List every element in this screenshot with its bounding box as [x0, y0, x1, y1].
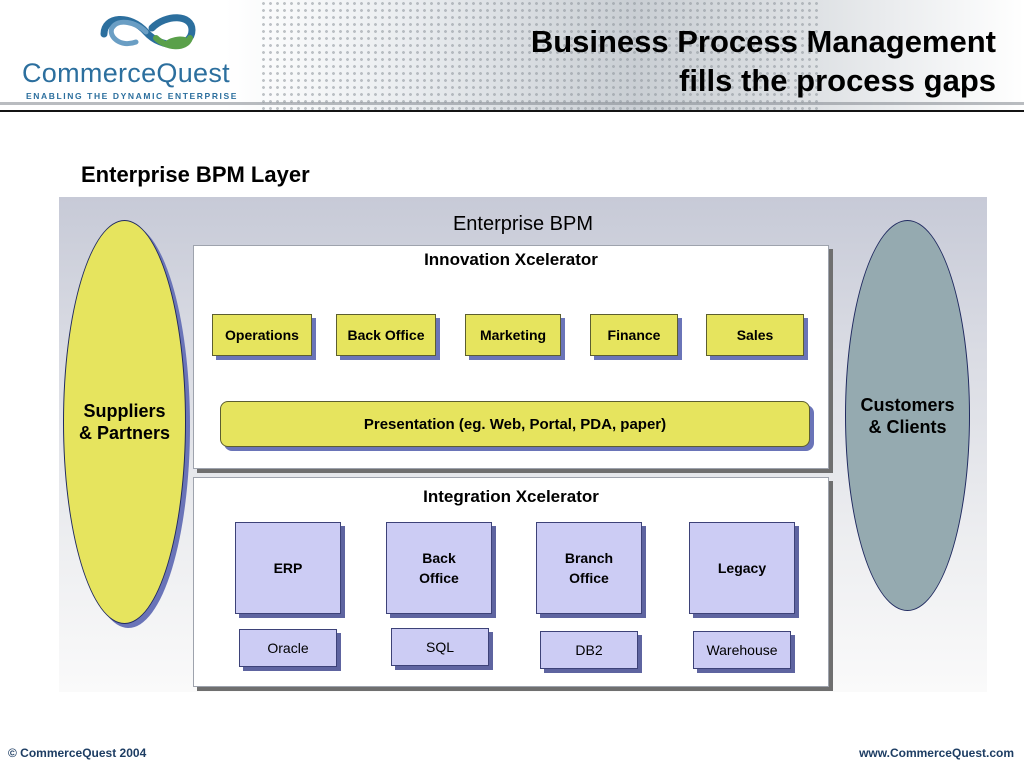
database-box-warehouse: Warehouse [693, 631, 791, 669]
slide-header: CommerceQuest ENABLING THE DYNAMIC ENTER… [0, 0, 1024, 112]
system-label: Office [569, 570, 609, 586]
header-dot-texture [260, 0, 820, 112]
innovation-xcelerator-layer: Innovation Xcelerator Operations Back Of… [193, 245, 829, 469]
header-rule [0, 110, 1024, 112]
system-box-branch-office: Branch Office [536, 522, 642, 614]
system-label: Legacy [717, 560, 767, 576]
integration-xcelerator-layer: Integration Xcelerator ERP Back Office B… [193, 477, 829, 687]
customers-label: & Clients [868, 416, 947, 437]
system-box-erp: ERP [235, 522, 341, 614]
database-box-db2: DB2 [540, 631, 638, 669]
system-box-back-office: Back Office [386, 522, 492, 614]
slide-title-line: fills the process gaps [679, 63, 996, 98]
logo-tagline: ENABLING THE DYNAMIC ENTERPRISE [26, 91, 239, 101]
function-box-finance: Finance [590, 314, 678, 356]
panel-title: Enterprise BPM [452, 213, 594, 235]
logo-wordmark: CommerceQuest [22, 58, 230, 88]
function-box-marketing: Marketing [465, 314, 561, 356]
integration-layer-title: Integration Xcelerator [423, 487, 599, 506]
company-logo: CommerceQuest ENABLING THE DYNAMIC ENTER… [18, 8, 268, 101]
system-label: ERP [273, 560, 303, 576]
section-title: Enterprise BPM Layer [81, 162, 310, 187]
slide-title: Business Process Management fills the pr… [436, 22, 996, 100]
innovation-layer-title: Innovation Xcelerator [424, 250, 598, 269]
infinity-swirl-icon [100, 14, 196, 50]
suppliers-partners-ellipse: Suppliers & Partners [63, 220, 186, 624]
function-box-sales: Sales [706, 314, 804, 356]
database-box-sql: SQL [391, 628, 489, 666]
suppliers-label: Suppliers [83, 401, 166, 421]
system-label: Back [422, 550, 456, 566]
system-box-legacy: Legacy [689, 522, 795, 614]
system-label: Branch [564, 550, 614, 566]
database-box-oracle: Oracle [239, 629, 337, 667]
enterprise-bpm-panel: Enterprise BPM Suppliers & Partners Cust… [59, 197, 987, 692]
function-box-back-office: Back Office [336, 314, 436, 356]
function-box-operations: Operations [212, 314, 312, 356]
suppliers-label: & Partners [78, 423, 171, 443]
footer-url: www.CommerceQuest.com [859, 746, 1014, 760]
customers-label: Customers [860, 394, 955, 415]
footer-copyright: © CommerceQuest 2004 [8, 746, 147, 760]
slide-title-line: Business Process Management [530, 24, 996, 59]
customers-clients-ellipse: Customers & Clients [845, 220, 970, 611]
presentation-bar: Presentation (eg. Web, Portal, PDA, pape… [220, 401, 810, 447]
system-label: Office [419, 570, 459, 586]
header-rule-light [0, 102, 1024, 105]
